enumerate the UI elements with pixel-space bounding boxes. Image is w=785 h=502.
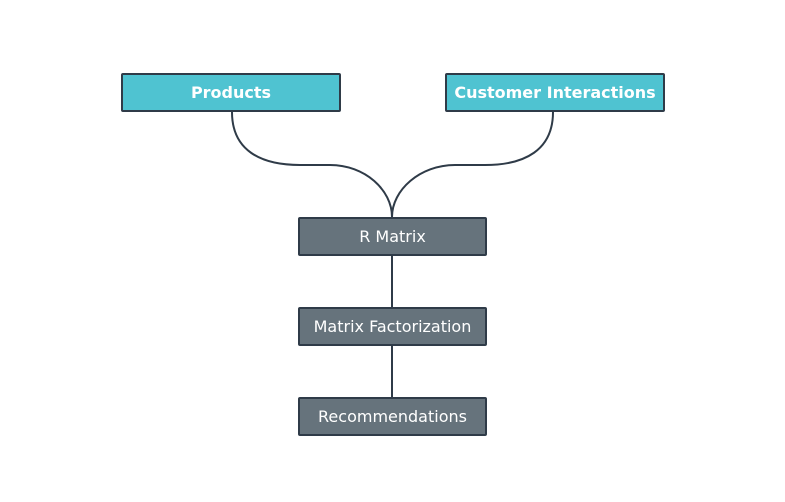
node-matrix-factorization: Matrix Factorization — [298, 307, 487, 346]
node-r-matrix: R Matrix — [298, 217, 487, 256]
edge-customer-interactions-to-r-matrix — [391, 111, 554, 218]
node-customer-interactions-label: Customer Interactions — [454, 83, 656, 102]
node-products-label: Products — [190, 83, 272, 102]
edge-products-to-r-matrix — [231, 111, 393, 218]
node-recommendations-label: Recommendations — [318, 407, 467, 426]
node-r-matrix-label: R Matrix — [359, 227, 426, 246]
node-products: Products — [121, 73, 341, 112]
node-customer-interactions: Customer Interactions — [445, 73, 665, 112]
node-recommendations: Recommendations — [298, 397, 487, 436]
node-matrix-factorization-label: Matrix Factorization — [313, 317, 472, 336]
